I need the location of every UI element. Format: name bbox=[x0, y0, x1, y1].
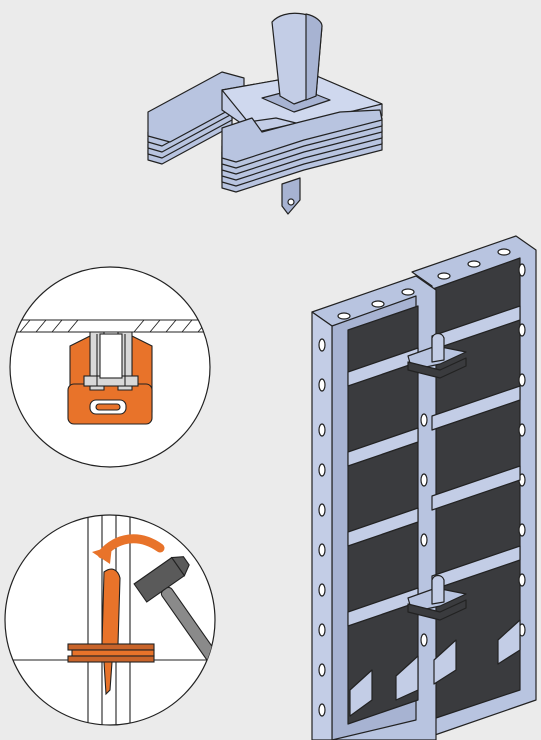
clamp-hammer-detail bbox=[4, 514, 216, 726]
clamp-section-detail bbox=[9, 266, 211, 468]
formwork-panels-assembly bbox=[311, 235, 537, 740]
clamp-3d-view bbox=[147, 12, 383, 215]
seam-clamp-upper bbox=[407, 332, 467, 379]
seam-clamp-lower bbox=[407, 574, 467, 621]
